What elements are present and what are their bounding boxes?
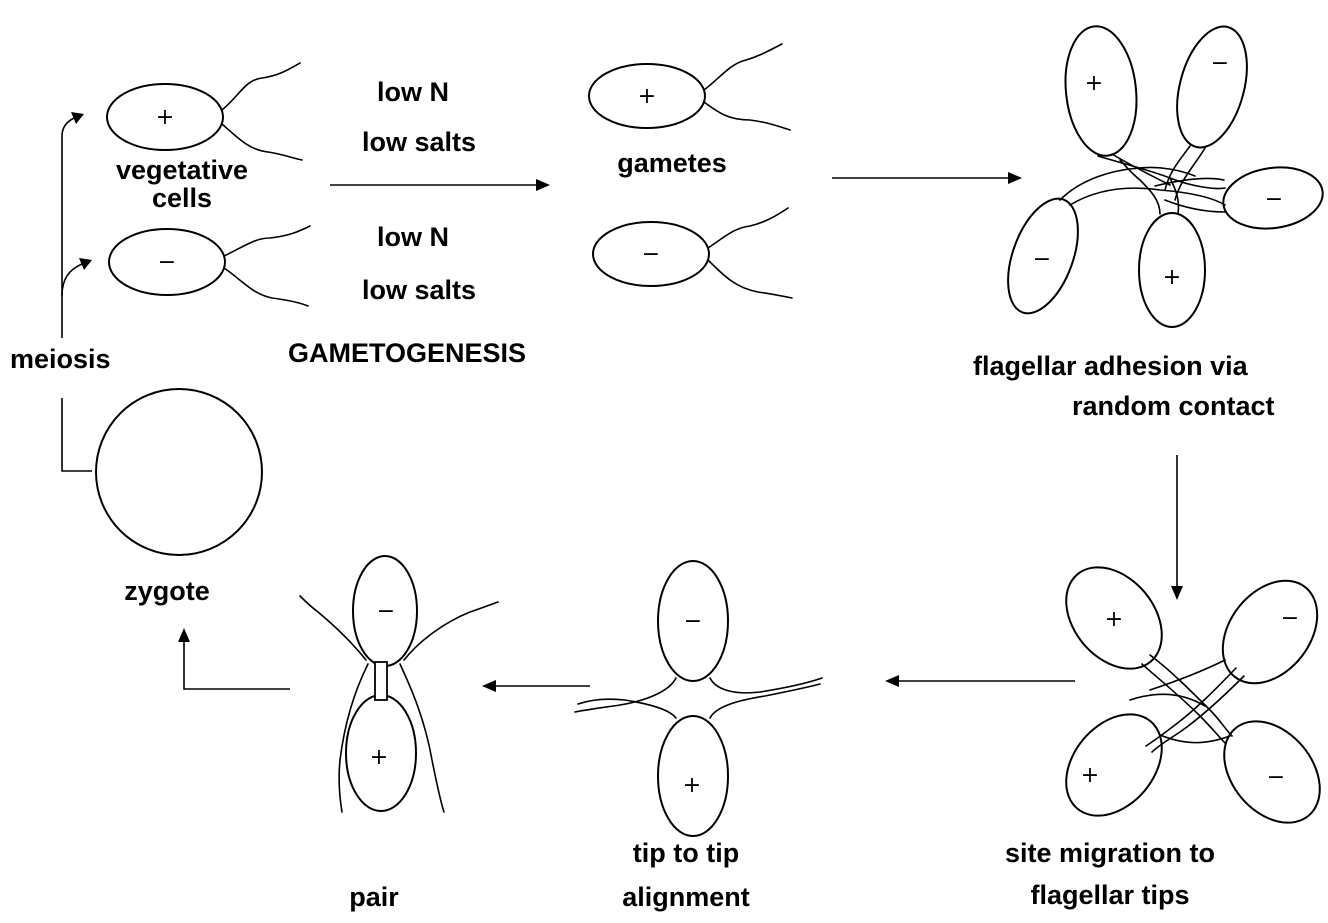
plus-sign: + (638, 84, 656, 109)
minus-sign: − (684, 609, 702, 634)
vegetative-cell-plus: + (107, 63, 302, 160)
label-pair: pair (349, 882, 399, 912)
gamete-plus: + (589, 44, 790, 130)
gamete-minus: − (593, 208, 792, 298)
plus-sign: + (156, 105, 174, 130)
plus-sign: + (1105, 607, 1123, 632)
minus-sign: − (158, 250, 176, 275)
plus-sign: + (1085, 71, 1103, 96)
site-migration-cluster: + − + − (1047, 549, 1328, 842)
label-flagellar-adhesion: flagellar adhesion via (973, 351, 1249, 381)
adhesion-cluster: + − − − + (994, 19, 1326, 327)
minus-sign: − (377, 599, 395, 624)
tip-alignment-pair: − + (575, 561, 822, 836)
label-gametogenesis: GAMETOGENESIS (288, 338, 526, 368)
label-low-salts-bottom: low salts (362, 275, 476, 305)
minus-sign: − (1267, 765, 1285, 790)
arrow-to-zygote (178, 628, 290, 689)
label-vegetative: vegetative (116, 155, 248, 185)
arrow-to-pair (482, 680, 590, 692)
label-gametes: gametes (617, 148, 727, 178)
label-zygote: zygote (124, 576, 210, 606)
minus-sign: − (1033, 247, 1051, 272)
vegetative-cell-minus: − (109, 226, 310, 306)
minus-sign: − (642, 242, 660, 267)
mating-pair: − + (300, 556, 498, 812)
meiosis-return-arrow (62, 112, 92, 471)
label-low-n-top: low N (377, 77, 449, 107)
label-low-n-bottom: low N (377, 222, 449, 252)
label-flagellar-tips: flagellar tips (1030, 880, 1189, 910)
plus-sign: + (370, 745, 388, 770)
plus-sign: + (683, 773, 701, 798)
label-low-salts-top: low salts (362, 127, 476, 157)
minus-sign: − (1211, 51, 1229, 76)
arrow-to-tip-alignment (885, 675, 1075, 687)
label-meiosis: meiosis (10, 344, 111, 374)
arrow-to-gametes (330, 179, 550, 191)
minus-sign: − (1265, 187, 1283, 212)
arrow-to-site-migration (1171, 455, 1183, 600)
zygote-cell (96, 389, 262, 555)
label-cells: cells (152, 183, 212, 213)
label-tip-to-tip: tip to tip (633, 838, 739, 868)
label-alignment: alignment (622, 882, 750, 912)
label-random-contact: random contact (1072, 391, 1275, 421)
arrow-to-adhesion (832, 172, 1022, 184)
plus-sign: + (1163, 265, 1181, 290)
minus-sign: − (1281, 606, 1299, 631)
label-site-migration: site migration to (1005, 838, 1215, 868)
plus-sign: + (1081, 763, 1099, 788)
